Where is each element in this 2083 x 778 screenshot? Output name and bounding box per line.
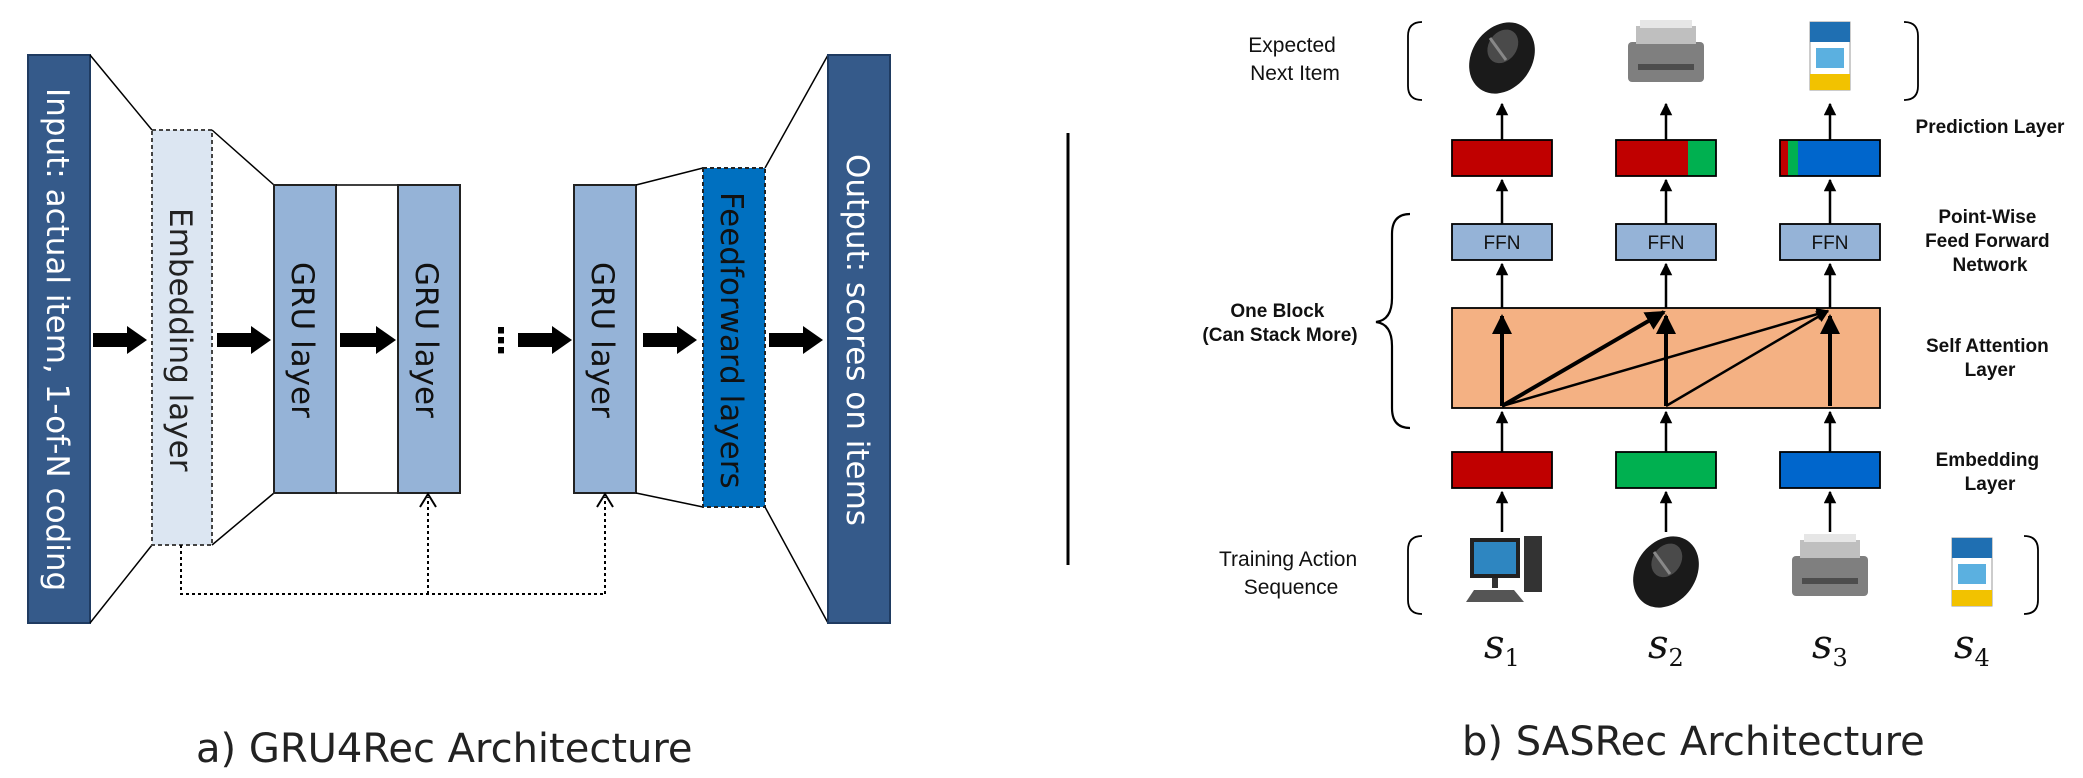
attention-arrows	[1492, 308, 1840, 408]
embedding-block	[151, 129, 213, 546]
gru-layer-block	[573, 184, 637, 494]
expected-next-item-label: Expected Next Item	[1248, 34, 1341, 85]
embedding-box-1	[1451, 451, 1553, 489]
training-bracket-left	[1407, 535, 1423, 615]
sequence-var-s1: s1	[1484, 622, 1520, 672]
training-bracket-right	[2023, 535, 2039, 615]
gru-layer-label: GRU layer	[284, 262, 320, 418]
one-block-brace	[1375, 212, 1411, 430]
output-label: Output: scores on items	[839, 154, 875, 526]
printer-icon	[1792, 534, 1868, 596]
self-attention-layer-label: Self Attention Layer	[1926, 336, 2054, 381]
gru-layer-label: GRU layer	[584, 262, 620, 418]
ellipsis: ⋮	[484, 321, 518, 361]
expected-bracket-right	[1903, 21, 1919, 101]
ffn-label: FFN	[1648, 233, 1685, 254]
prediction-box-2	[1615, 139, 1717, 177]
training-action-sequence-label: Training Action Sequence	[1219, 548, 1363, 599]
flow-arrow	[643, 326, 697, 354]
flow-arrow	[518, 326, 572, 354]
recurrent-connection	[180, 497, 606, 595]
prediction-box-1	[1451, 139, 1553, 177]
mouse-icon	[1469, 22, 1535, 94]
vertical-arrows	[1495, 102, 1837, 532]
gru-layer-label: GRU layer	[408, 262, 444, 418]
software-box-icon	[1951, 537, 1993, 607]
embedding-box-2	[1615, 451, 1717, 489]
printer-icon	[1628, 20, 1704, 82]
sequence-var-s4: s4	[1954, 622, 1990, 672]
software-box-icon	[1809, 21, 1851, 91]
flow-arrow	[93, 326, 147, 354]
input-label: Input: actual item, 1-of-N coding	[39, 88, 75, 591]
ffn-label: FFN	[1484, 233, 1521, 254]
input-block	[27, 54, 91, 624]
expected-bracket-left	[1407, 21, 1423, 101]
embedding-label: Embedding layer	[162, 208, 198, 472]
ffn-box-1	[1451, 223, 1553, 261]
flow-arrow	[340, 326, 396, 354]
sequence-var-s3: s3	[1812, 622, 1848, 672]
prediction-box-3	[1779, 139, 1881, 177]
output-block	[827, 54, 891, 624]
point-wise-ffn-label: Point-Wise Feed Forward Network	[1925, 207, 2055, 276]
feedforward-block	[702, 167, 766, 508]
sequence-var-s2: s2	[1648, 622, 1684, 672]
embedding-layer-label: Embedding Layer	[1936, 450, 2045, 495]
ffn-box-3	[1779, 223, 1881, 261]
gru-layer-block	[397, 184, 461, 494]
feedforward-label: Feedforward layers	[713, 192, 749, 489]
desktop-computer-icon	[1466, 536, 1542, 602]
ffn-label: FFN	[1812, 233, 1849, 254]
panel-a-caption: a) GRU4Rec Architecture	[196, 726, 693, 772]
gru4rec-diagram: Input: actual item, 1-of-N coding Embedd…	[27, 54, 891, 772]
flow-arrow	[769, 326, 823, 354]
one-block-label: One Block (Can Stack More)	[1202, 301, 1357, 346]
flow-arrow	[217, 326, 271, 354]
panel-b-caption: b) SASRec Architecture	[1462, 719, 1925, 765]
mouse-icon	[1633, 536, 1699, 608]
prediction-layer-label: Prediction Layer	[1916, 117, 2065, 138]
gru-layer-block	[273, 184, 337, 494]
embedding-box-3	[1779, 451, 1881, 489]
sasrec-diagram: Expected Next Item Training Action Seque…	[1202, 20, 2065, 765]
